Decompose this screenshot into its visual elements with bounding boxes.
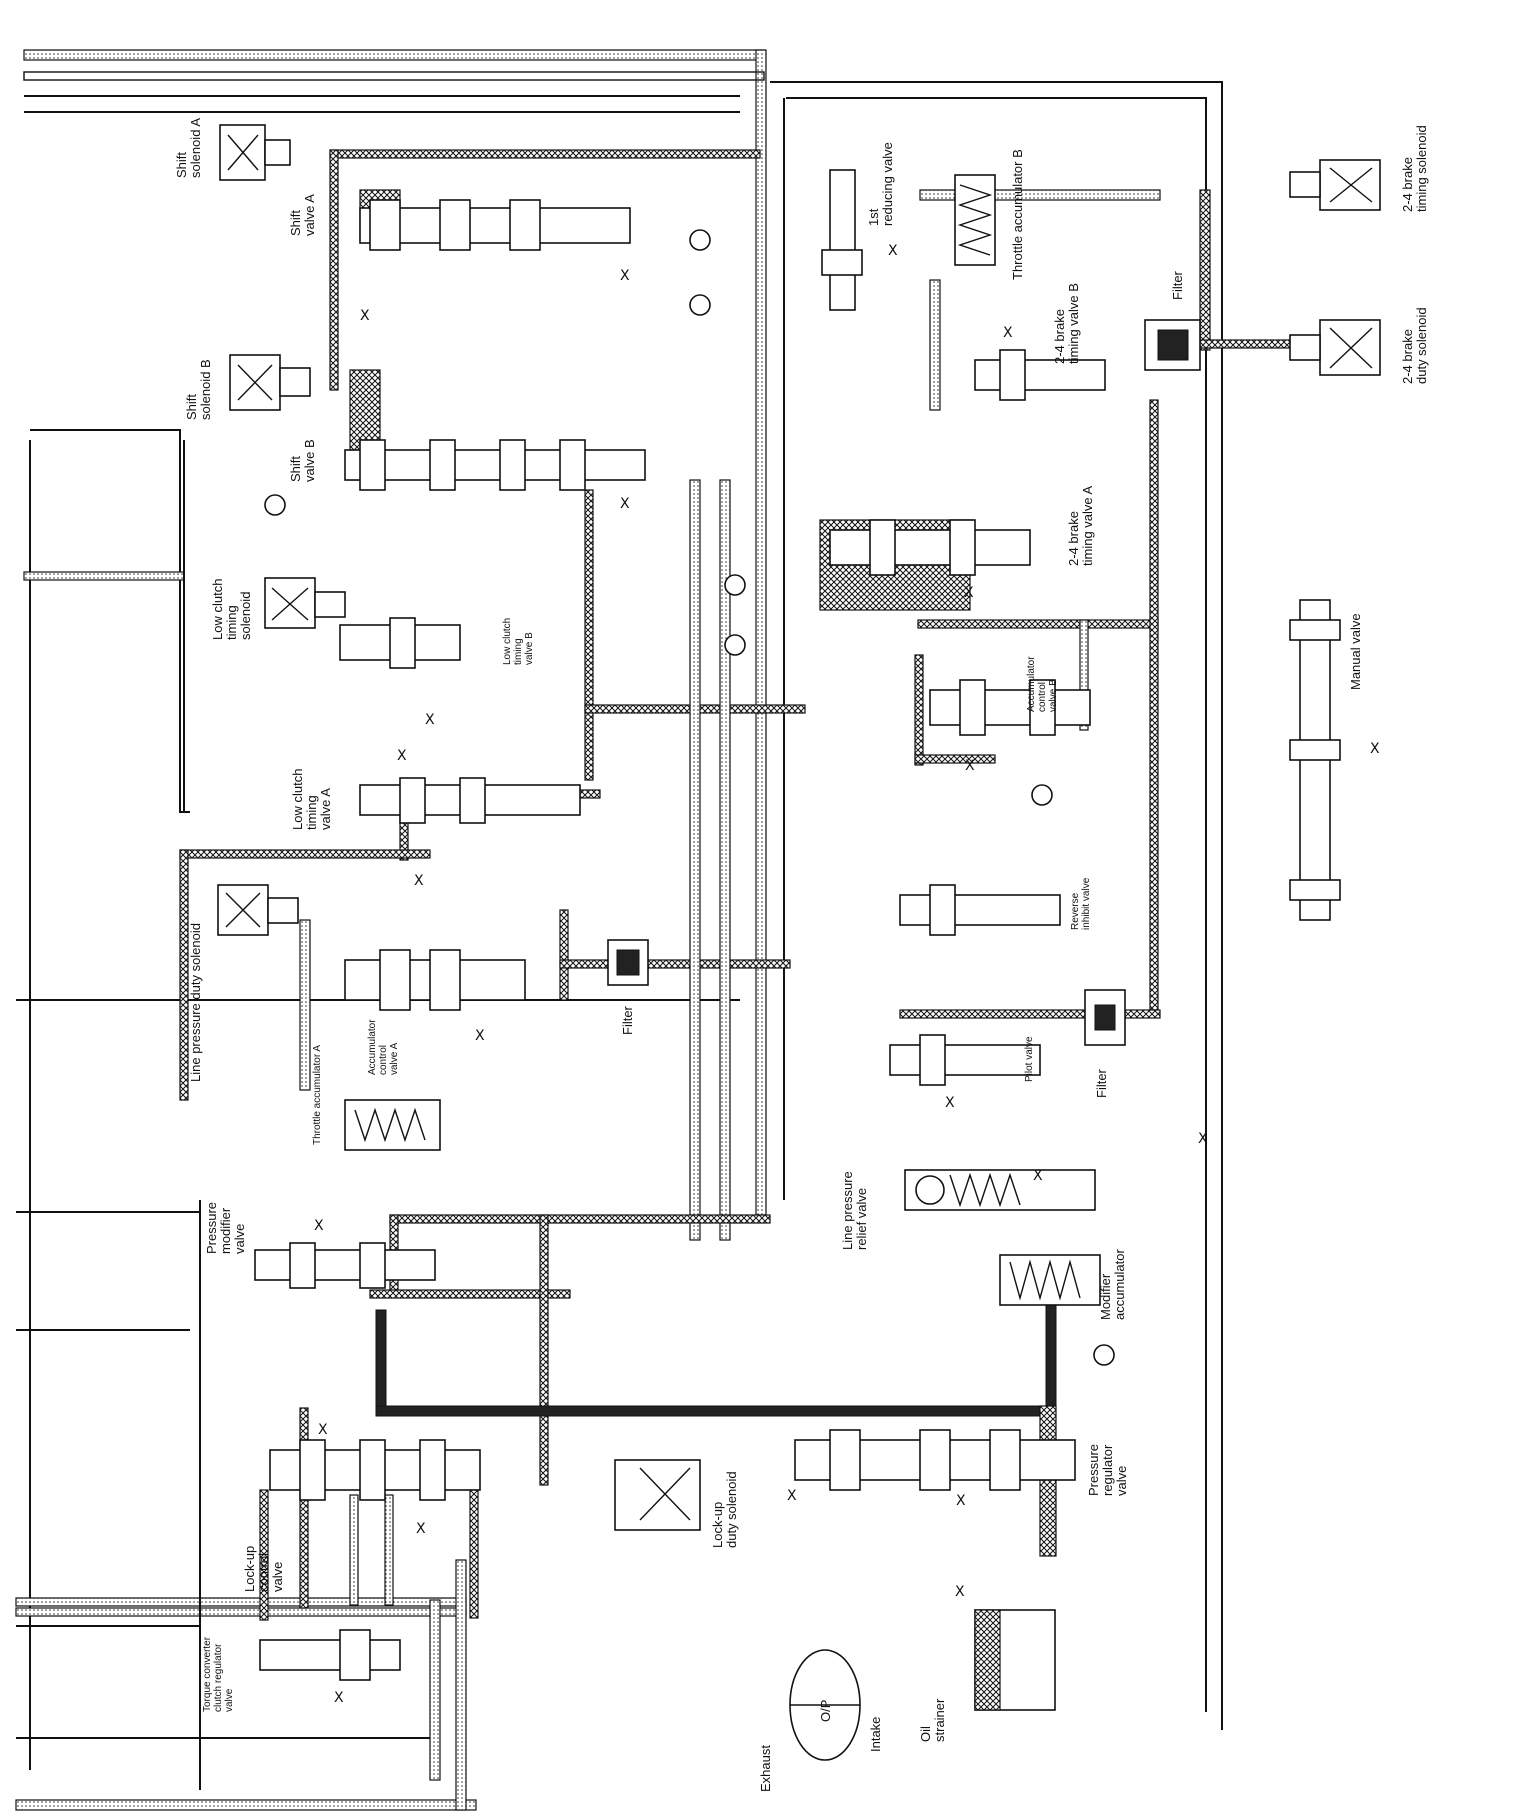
oil-pump bbox=[789, 1649, 861, 1761]
pressure-modifier-valve bbox=[254, 1242, 436, 1289]
oil-strainer bbox=[974, 1609, 1056, 1711]
first-reducing-valve bbox=[821, 169, 863, 311]
pilot-valve bbox=[889, 1034, 1041, 1086]
label-line-pressure-relief-valve: Line pressurerelief valve bbox=[840, 1171, 869, 1250]
exhaust-mark: X bbox=[1003, 325, 1013, 341]
torque-converter-clutch-regulator-valve bbox=[259, 1629, 401, 1681]
accumulator-control-valve-a bbox=[344, 949, 526, 1011]
lockup-control-valve bbox=[269, 1439, 481, 1501]
component-labels: Shiftsolenoid A Shiftvalve A Shiftsoleno… bbox=[174, 118, 1429, 1792]
label-shift-valve-b: Shiftvalve B bbox=[288, 439, 317, 482]
two-four-brake-timing-solenoid bbox=[1289, 159, 1381, 211]
label-filter-center: Filter bbox=[620, 1005, 635, 1035]
label-lockup-control-valve: Lock-upcontrolvalve bbox=[242, 1546, 285, 1592]
pressure-regulator-valve bbox=[794, 1429, 1076, 1491]
label-first-reducing-valve: 1streducing valve bbox=[866, 142, 895, 226]
label-low-clutch-timing-valve-b: Low clutchtimingvalve B bbox=[502, 618, 535, 665]
filter-center bbox=[607, 939, 649, 986]
exhaust-mark: X bbox=[787, 1488, 797, 1504]
label-pilot-valve: Pilot valve bbox=[1024, 1036, 1035, 1082]
label-pressure-regulator-valve: Pressureregulatorvalve bbox=[1086, 1444, 1129, 1496]
throttle-accumulator-a bbox=[344, 1099, 441, 1151]
exhaust-mark: X bbox=[475, 1028, 485, 1044]
label-filter-top: Filter bbox=[1170, 270, 1185, 300]
label-shift-valve-a: Shiftvalve A bbox=[288, 194, 317, 236]
filter-right bbox=[1084, 989, 1126, 1046]
reverse-inhibit-valve bbox=[899, 884, 1061, 936]
low-clutch-timing-solenoid bbox=[264, 577, 346, 629]
label-oil-strainer: Oilstrainer bbox=[918, 1698, 947, 1742]
exhaust-mark: X bbox=[945, 1095, 955, 1111]
exhaust-mark: X bbox=[620, 268, 630, 284]
exhaust-mark: X bbox=[620, 496, 630, 512]
label-low-clutch-timing-solenoid: Low clutchtimingsolenoid bbox=[210, 579, 253, 640]
low-clutch-timing-valve-b bbox=[339, 617, 461, 669]
exhaust-mark: X bbox=[360, 308, 370, 324]
exhaust-mark: X bbox=[397, 748, 407, 764]
shift-solenoid-b bbox=[229, 354, 311, 411]
low-clutch-timing-valve-a bbox=[359, 777, 581, 824]
label-filter-right: Filter bbox=[1094, 1068, 1109, 1098]
manual-valve bbox=[1289, 599, 1341, 921]
label-throttle-accumulator-b: Throttle accumulator B bbox=[1010, 149, 1025, 280]
two-four-brake-timing-valve-b bbox=[974, 349, 1106, 401]
exhaust-mark: X bbox=[425, 712, 435, 728]
label-accumulator-control-valve-a: Accumulatorcontrolvalve A bbox=[367, 1019, 400, 1075]
label-manual-valve: Manual valve bbox=[1348, 613, 1363, 690]
label-shift-solenoid-a: Shiftsolenoid A bbox=[174, 118, 203, 178]
line-pressure-duty-solenoid bbox=[217, 884, 299, 936]
line-pressure-relief-valve bbox=[904, 1169, 1096, 1211]
throttle-accumulator-b bbox=[954, 174, 996, 266]
label-throttle-accumulator-a: Throttle accumulator A bbox=[312, 1045, 323, 1145]
label-lockup-duty-solenoid: Lock-upduty solenoid bbox=[710, 1471, 739, 1548]
label-oil-pump: O/P bbox=[818, 1700, 833, 1722]
exhaust-mark: X bbox=[964, 585, 974, 601]
exhaust-mark: X bbox=[956, 1493, 966, 1509]
shift-solenoid-a bbox=[219, 124, 291, 181]
exhaust-mark: X bbox=[334, 1690, 344, 1706]
label-accumulator-control-valve-b: Accumulatorcontrolvalve B bbox=[1026, 656, 1059, 712]
label-shift-solenoid-b: Shiftsolenoid B bbox=[184, 359, 213, 420]
two-four-brake-timing-valve-a bbox=[829, 519, 1031, 576]
exhaust-mark: X bbox=[416, 1521, 426, 1537]
label-two-four-brake-timing-solenoid: 2-4 braketiming solenoid bbox=[1400, 125, 1429, 212]
shift-valve-a bbox=[359, 199, 631, 251]
exhaust-mark: X bbox=[314, 1218, 324, 1234]
accumulator-control-valve-b bbox=[929, 679, 1091, 736]
label-modifier-accumulator: Modifieraccumulator bbox=[1098, 1249, 1127, 1320]
exhaust-mark: X bbox=[414, 873, 424, 889]
exhaust-mark: X bbox=[955, 1584, 965, 1600]
shift-valve-b bbox=[344, 439, 646, 491]
label-line-pressure-duty-solenoid: Line pressure duty solenoid bbox=[188, 923, 203, 1082]
exhaust-mark: X bbox=[965, 758, 975, 774]
exhaust-mark: X bbox=[1370, 741, 1380, 757]
label-exhaust: Exhaust bbox=[758, 1745, 773, 1792]
components bbox=[217, 124, 1381, 1761]
label-pressure-modifier-valve: Pressuremodifiervalve bbox=[204, 1202, 247, 1254]
exhaust-mark: X bbox=[888, 243, 898, 259]
exhaust-mark: X bbox=[1198, 1131, 1208, 1147]
label-two-four-brake-timing-valve-a: 2-4 braketiming valve A bbox=[1066, 485, 1095, 566]
lockup-duty-solenoid bbox=[614, 1459, 701, 1531]
exhaust-mark: X bbox=[1033, 1168, 1043, 1184]
exhaust-markers: X X X X X X X X X X X X X X X X X X X X … bbox=[314, 243, 1380, 1706]
main-pipes bbox=[15, 49, 1223, 1811]
filter-top bbox=[1144, 319, 1201, 371]
modifier-accumulator bbox=[999, 1254, 1101, 1306]
label-low-clutch-timing-valve-a: Low clutchtimingvalve A bbox=[290, 769, 333, 830]
label-two-four-brake-duty-solenoid: 2-4 brakeduty solenoid bbox=[1400, 307, 1429, 384]
exhaust-mark: X bbox=[318, 1422, 328, 1438]
two-four-brake-duty-solenoid bbox=[1289, 319, 1381, 376]
label-reverse-inhibit-valve: Reverseinhibit valve bbox=[1070, 877, 1092, 930]
label-torque-converter-clutch-regulator-valve: Torque converterclutch regulatorvalve bbox=[202, 1636, 235, 1712]
label-two-four-brake-timing-valve-b: 2-4 braketiming valve B bbox=[1052, 283, 1081, 364]
check-balls-left bbox=[264, 229, 1115, 1366]
label-intake: Intake bbox=[868, 1717, 883, 1752]
